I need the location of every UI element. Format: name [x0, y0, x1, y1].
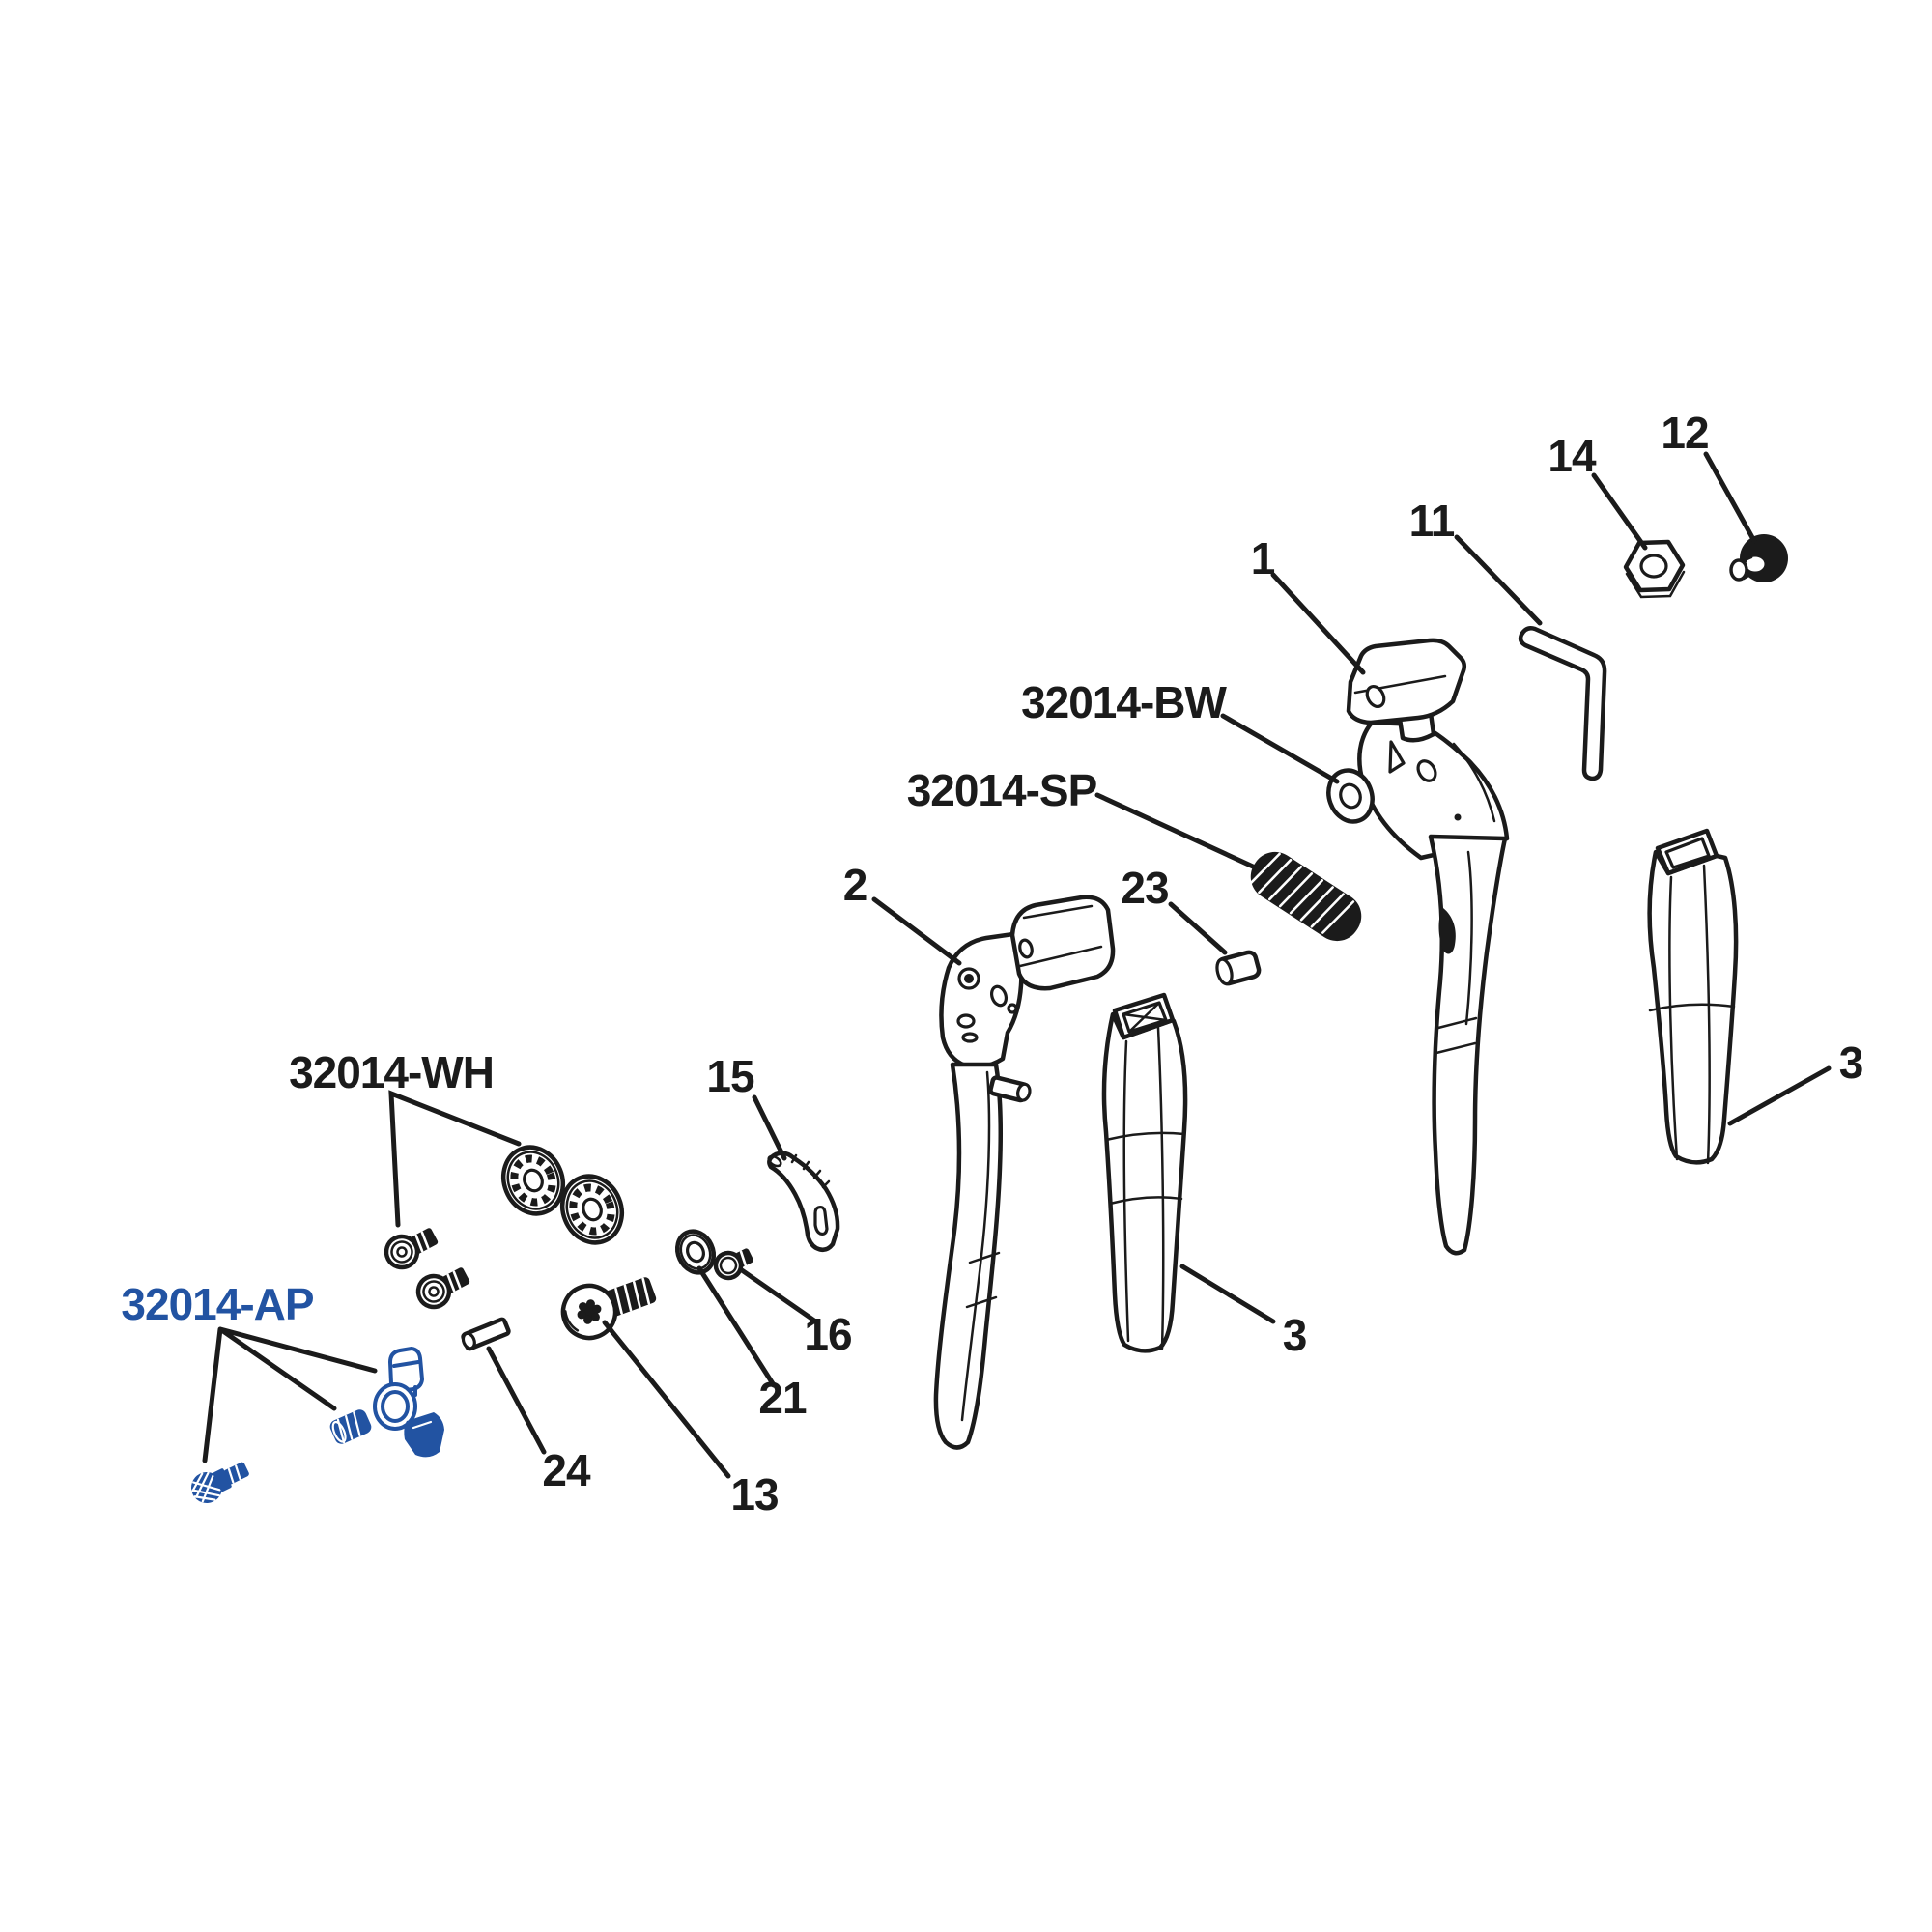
part-32014-bw-washer-drawing — [1326, 768, 1375, 824]
part-24-pin-drawing — [461, 1317, 511, 1351]
part-23-sleeve-drawing — [1215, 950, 1262, 986]
part-3-grip-middle-drawing — [1101, 992, 1188, 1353]
part-1-right-lever-drawing — [1346, 638, 1510, 1256]
part-15-bracket-drawing — [767, 1151, 840, 1253]
callout-21-label: 21 — [758, 1373, 807, 1423]
ap-screw — [191, 1462, 249, 1503]
part-12-thumb-nut-drawing — [1729, 534, 1788, 582]
leader-23 — [1168, 901, 1228, 955]
part-32014-ap-kit-drawing — [191, 1347, 444, 1503]
leader-15 — [752, 1094, 787, 1161]
part-number-32014-bw-label: 32014-BW — [1021, 677, 1227, 727]
part-32014-sp-spring-drawing — [1247, 851, 1362, 942]
leader-3-middle — [1179, 1264, 1276, 1324]
leader-13 — [602, 1320, 731, 1479]
leader-2 — [871, 896, 962, 966]
callout-13-label: 13 — [730, 1469, 778, 1520]
callout-11-label: 11 — [1409, 496, 1455, 546]
leader-16 — [739, 1267, 817, 1323]
part-3-grip-right-drawing — [1647, 828, 1739, 1165]
part-11-hex-key-drawing — [1518, 626, 1607, 781]
part-21-washer-drawing — [674, 1229, 717, 1275]
leader-14 — [1591, 472, 1648, 551]
leader-1 — [1270, 572, 1366, 675]
leader-11 — [1454, 534, 1543, 626]
callout-3-right-label: 3 — [1839, 1037, 1863, 1088]
part-number-32014-wh-label: 32014-WH — [289, 1047, 494, 1097]
callout-3-middle-label: 3 — [1283, 1310, 1307, 1360]
callout-1-label: 1 — [1251, 533, 1275, 583]
callout-12-label: 12 — [1661, 408, 1708, 458]
callout-2-label: 2 — [843, 860, 867, 910]
callout-23-label: 23 — [1121, 863, 1168, 913]
part-16-screw-drawing — [713, 1248, 753, 1281]
leader-32014-wh — [388, 1090, 522, 1228]
part-2-left-lever-drawing — [933, 895, 1116, 1450]
callout-15-label: 15 — [706, 1051, 754, 1101]
leader-21 — [696, 1265, 777, 1388]
part-number-32014-ap-label: 32014-AP — [121, 1279, 313, 1329]
callout-24-label: 24 — [542, 1445, 591, 1495]
part-14-hex-nut-drawing — [1623, 539, 1686, 599]
callout-14-label: 14 — [1548, 431, 1597, 481]
leader-32014-ap — [202, 1326, 378, 1463]
ap-sleeve — [329, 1409, 372, 1444]
leader-3-right — [1727, 1065, 1832, 1126]
leader-32014-sp — [1094, 792, 1256, 869]
leader-24 — [486, 1346, 547, 1455]
ap-clamp — [373, 1347, 444, 1458]
part-number-32014-sp-label: 32014-SP — [907, 765, 1097, 815]
callout-16-label: 16 — [804, 1309, 851, 1359]
part-13-screw-drawing — [560, 1277, 657, 1341]
leader-12 — [1703, 451, 1757, 544]
leader-lines — [202, 451, 1832, 1479]
leader-32014-bw — [1220, 713, 1340, 784]
